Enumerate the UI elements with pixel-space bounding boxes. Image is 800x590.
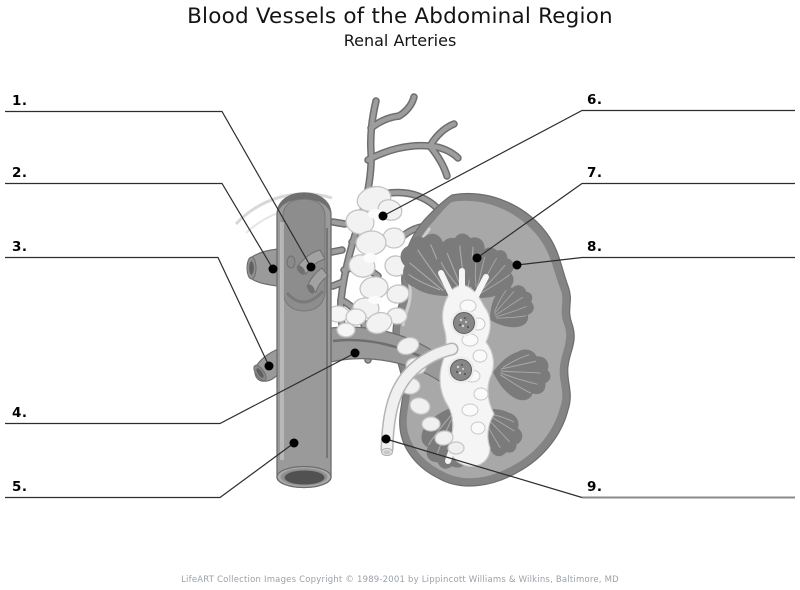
suprarenal-mass-icon	[326, 185, 410, 338]
answer-line-7	[476, 182, 795, 259]
diagram-subtitle: Renal Arteries	[343, 31, 457, 50]
answer-line-2	[5, 182, 274, 270]
pointer-dot-1	[306, 262, 316, 272]
answer-line-3	[5, 256, 270, 367]
answer-line-1	[5, 110, 312, 268]
label-6: 6.	[587, 92, 603, 108]
segmental-artery-cut-icon	[447, 356, 475, 384]
leader-lines	[5, 109, 795, 499]
abdominal-aorta-icon	[246, 192, 332, 489]
pointer-dot-8	[512, 260, 522, 270]
answer-line-5	[5, 442, 295, 499]
answer-line-8	[516, 256, 795, 266]
pointer-dot-3	[264, 361, 274, 371]
label-7: 7.	[587, 165, 603, 181]
pointer-dot-6	[378, 211, 388, 221]
diagram-title: Blood Vessels of the Abdominal Region	[187, 4, 613, 29]
pointer-dot-9	[381, 434, 391, 444]
leader-line-9	[385, 438, 583, 499]
label-4: 4.	[12, 405, 28, 421]
answer-line-4	[5, 352, 356, 425]
label-5: 5.	[12, 479, 28, 495]
pointer-dot-2	[268, 264, 278, 274]
answer-line-6	[382, 109, 795, 217]
pointer-dot-4	[350, 348, 360, 358]
ureter-icon	[382, 344, 453, 457]
label-9: 9.	[587, 479, 603, 495]
label-1: 1.	[12, 93, 28, 109]
pointer-dot-7	[472, 253, 482, 263]
pointer-dot-5	[289, 438, 299, 448]
label-2: 2.	[12, 165, 28, 181]
label-3: 3.	[12, 239, 28, 255]
copyright-text: LifeART Collection Images Copyright © 19…	[181, 575, 619, 585]
label-8: 8.	[587, 239, 603, 255]
artery-ostia-icon	[286, 249, 329, 294]
segmental-artery-cut-icon	[450, 309, 478, 337]
